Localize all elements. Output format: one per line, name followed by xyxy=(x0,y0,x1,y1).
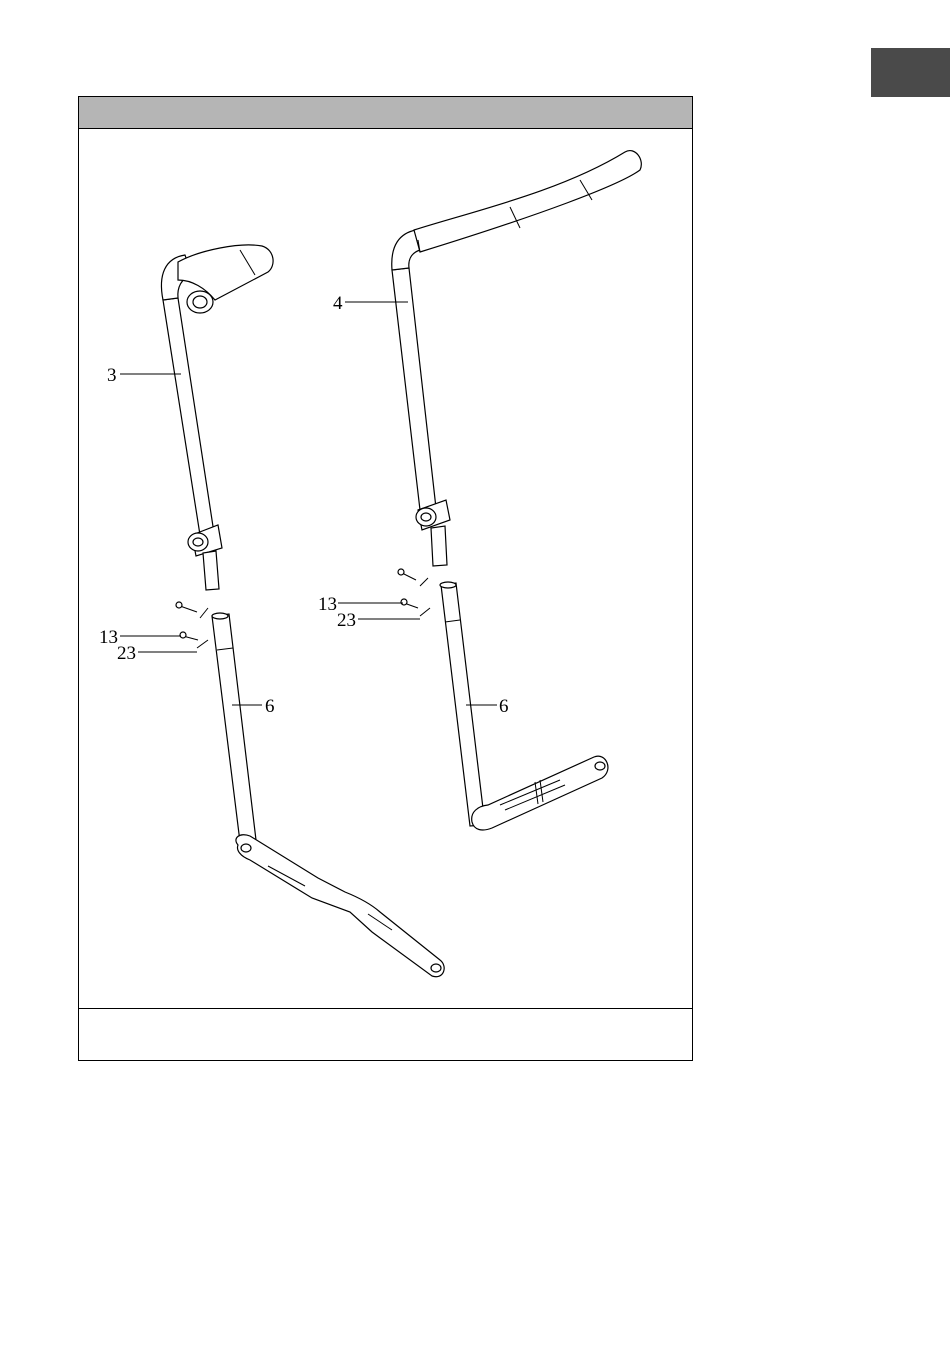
right-hardware xyxy=(398,569,430,616)
left-hardware xyxy=(176,602,208,648)
callout-right-handlebar: 4 xyxy=(333,293,343,314)
callout-left-screw: 13 xyxy=(99,627,118,648)
right-handlebar xyxy=(392,151,642,566)
left-arm xyxy=(212,613,444,977)
callout-right-screw: 13 xyxy=(318,594,337,615)
callout-left-handlebar: 3 xyxy=(107,365,117,386)
left-handlebar xyxy=(161,245,273,590)
callout-left-washer: 23 xyxy=(117,643,136,664)
callout-right-washer: 23 xyxy=(337,610,356,631)
right-arm xyxy=(440,582,608,830)
callout-left-arm: 6 xyxy=(265,696,275,717)
callout-right-arm: 6 xyxy=(499,696,509,717)
